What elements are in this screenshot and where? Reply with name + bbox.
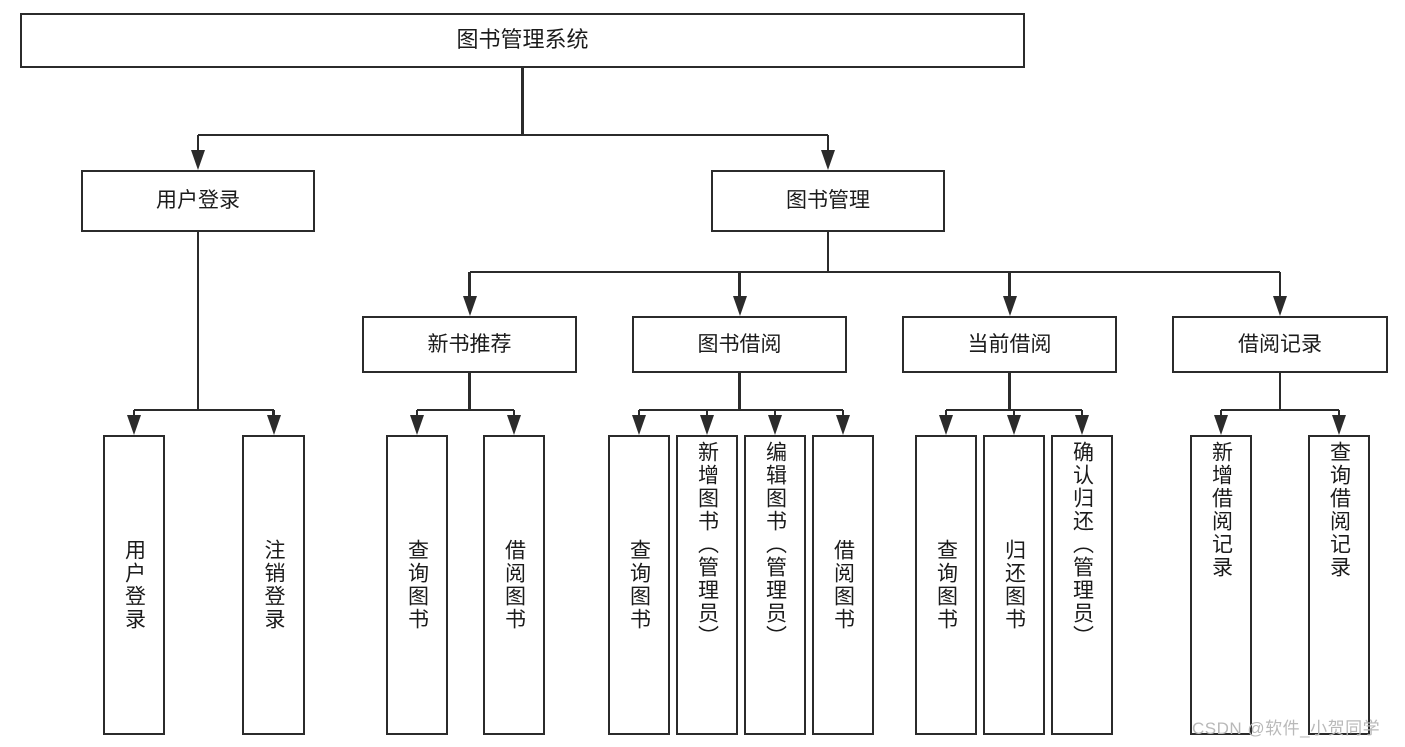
connector-branch	[415, 410, 419, 415]
node-root-book-management-system[interactable]: 图书管理系统	[20, 13, 1025, 68]
arrowhead-icon	[1007, 415, 1021, 435]
connector-branch	[132, 410, 136, 415]
connector-branch	[1080, 410, 1084, 415]
connector-branch	[705, 410, 709, 415]
arrowhead-icon	[266, 415, 281, 435]
connector-trunk	[826, 232, 830, 272]
connector-branch	[1008, 272, 1011, 296]
arrowhead-icon	[462, 296, 477, 316]
connector-bus	[417, 408, 514, 412]
connector-bus	[134, 408, 274, 412]
connector-branch	[944, 410, 948, 415]
connector-bus	[1221, 408, 1339, 412]
arrowhead-icon	[1332, 415, 1346, 435]
connector-branch	[637, 410, 641, 415]
node-label: 借阅记录	[1238, 332, 1322, 356]
connector-branch	[1278, 272, 1282, 296]
connector-trunk	[521, 68, 524, 135]
node-label: 用户登录	[122, 539, 146, 631]
arrowhead-icon	[191, 150, 205, 170]
node-leaf-user-logout[interactable]: 注销登录	[242, 435, 305, 735]
connector-branch	[468, 272, 471, 296]
node-leaf-return-book[interactable]: 归还图书	[983, 435, 1045, 735]
node-label: 借阅图书	[502, 539, 526, 631]
arrowhead-icon	[836, 415, 850, 435]
connector-bus	[469, 270, 1280, 274]
node-label: 用户登录	[156, 189, 240, 213]
node-leaf-add-book-admin[interactable]: 新增图书（管理员）	[676, 435, 738, 735]
node-new-book-recommendation[interactable]: 新书推荐	[362, 316, 577, 373]
connector-trunk	[1008, 373, 1011, 410]
node-leaf-query-book-current-loan[interactable]: 查询图书	[915, 435, 977, 735]
arrowhead-icon	[732, 296, 747, 316]
connector-branch	[1219, 410, 1223, 415]
node-label: 当前借阅	[967, 332, 1052, 356]
node-label: 查询图书	[405, 539, 429, 631]
connector-branch	[841, 410, 845, 415]
node-label: 查询图书	[627, 539, 651, 631]
node-leaf-query-book-borrow[interactable]: 查询图书	[608, 435, 670, 735]
arrowhead-icon	[127, 415, 141, 435]
node-label: 图书借阅	[697, 332, 782, 356]
arrowhead-icon	[1273, 296, 1287, 316]
node-leaf-user-login[interactable]: 用户登录	[103, 435, 165, 735]
node-label: 确认归还（管理员）	[1070, 441, 1094, 648]
connector-trunk	[1278, 373, 1282, 410]
node-label: 新增借阅记录	[1209, 441, 1233, 579]
node-user-login[interactable]: 用户登录	[81, 170, 315, 232]
node-leaf-edit-book-admin[interactable]: 编辑图书（管理员）	[744, 435, 806, 735]
arrowhead-icon	[821, 150, 835, 170]
arrowhead-icon	[1214, 415, 1228, 435]
node-label: 查询借阅记录	[1327, 441, 1351, 579]
node-leaf-borrow-book-new-rec[interactable]: 借阅图书	[483, 435, 545, 735]
node-label: 图书管理	[786, 189, 870, 213]
connector-bus	[198, 133, 828, 137]
connector-branch	[272, 410, 275, 415]
connector-branch	[1337, 410, 1341, 415]
node-label: 新增图书（管理员）	[695, 441, 719, 648]
connector-branch	[512, 410, 516, 415]
node-book-management[interactable]: 图书管理	[711, 170, 945, 232]
node-loan-record[interactable]: 借阅记录	[1172, 316, 1388, 373]
node-leaf-borrow-book[interactable]: 借阅图书	[812, 435, 874, 735]
node-leaf-confirm-return-admin[interactable]: 确认归还（管理员）	[1051, 435, 1113, 735]
connector-branch	[826, 135, 830, 150]
connector-bus	[639, 408, 843, 412]
node-label: 归还图书	[1002, 539, 1026, 631]
node-label: 新书推荐	[427, 332, 512, 356]
node-label: 注销登录	[262, 539, 285, 631]
node-label: 查询图书	[934, 539, 958, 631]
node-current-loan[interactable]: 当前借阅	[902, 316, 1117, 373]
node-label: 图书管理系统	[456, 27, 589, 53]
connector-branch	[773, 410, 777, 415]
node-label: 编辑图书（管理员）	[763, 441, 787, 648]
node-label: 借阅图书	[831, 539, 855, 631]
arrowhead-icon	[1002, 296, 1017, 316]
node-leaf-query-book-new-rec[interactable]: 查询图书	[386, 435, 448, 735]
node-leaf-add-loan-record[interactable]: 新增借阅记录	[1190, 435, 1252, 735]
connector-trunk	[738, 373, 741, 410]
connector-trunk	[196, 232, 200, 410]
arrowhead-icon	[939, 415, 953, 435]
connector-branch	[196, 135, 200, 150]
arrowhead-icon	[700, 415, 714, 435]
connector-trunk	[468, 373, 471, 410]
arrowhead-icon	[1075, 415, 1089, 435]
arrowhead-icon	[410, 415, 424, 435]
arrowhead-icon	[632, 415, 646, 435]
node-leaf-query-loan-record[interactable]: 查询借阅记录	[1308, 435, 1370, 735]
node-book-borrow[interactable]: 图书借阅	[632, 316, 847, 373]
connector-branch	[1012, 410, 1016, 415]
arrowhead-icon	[768, 415, 782, 435]
arrowhead-icon	[507, 415, 521, 435]
connector-branch	[738, 272, 741, 296]
